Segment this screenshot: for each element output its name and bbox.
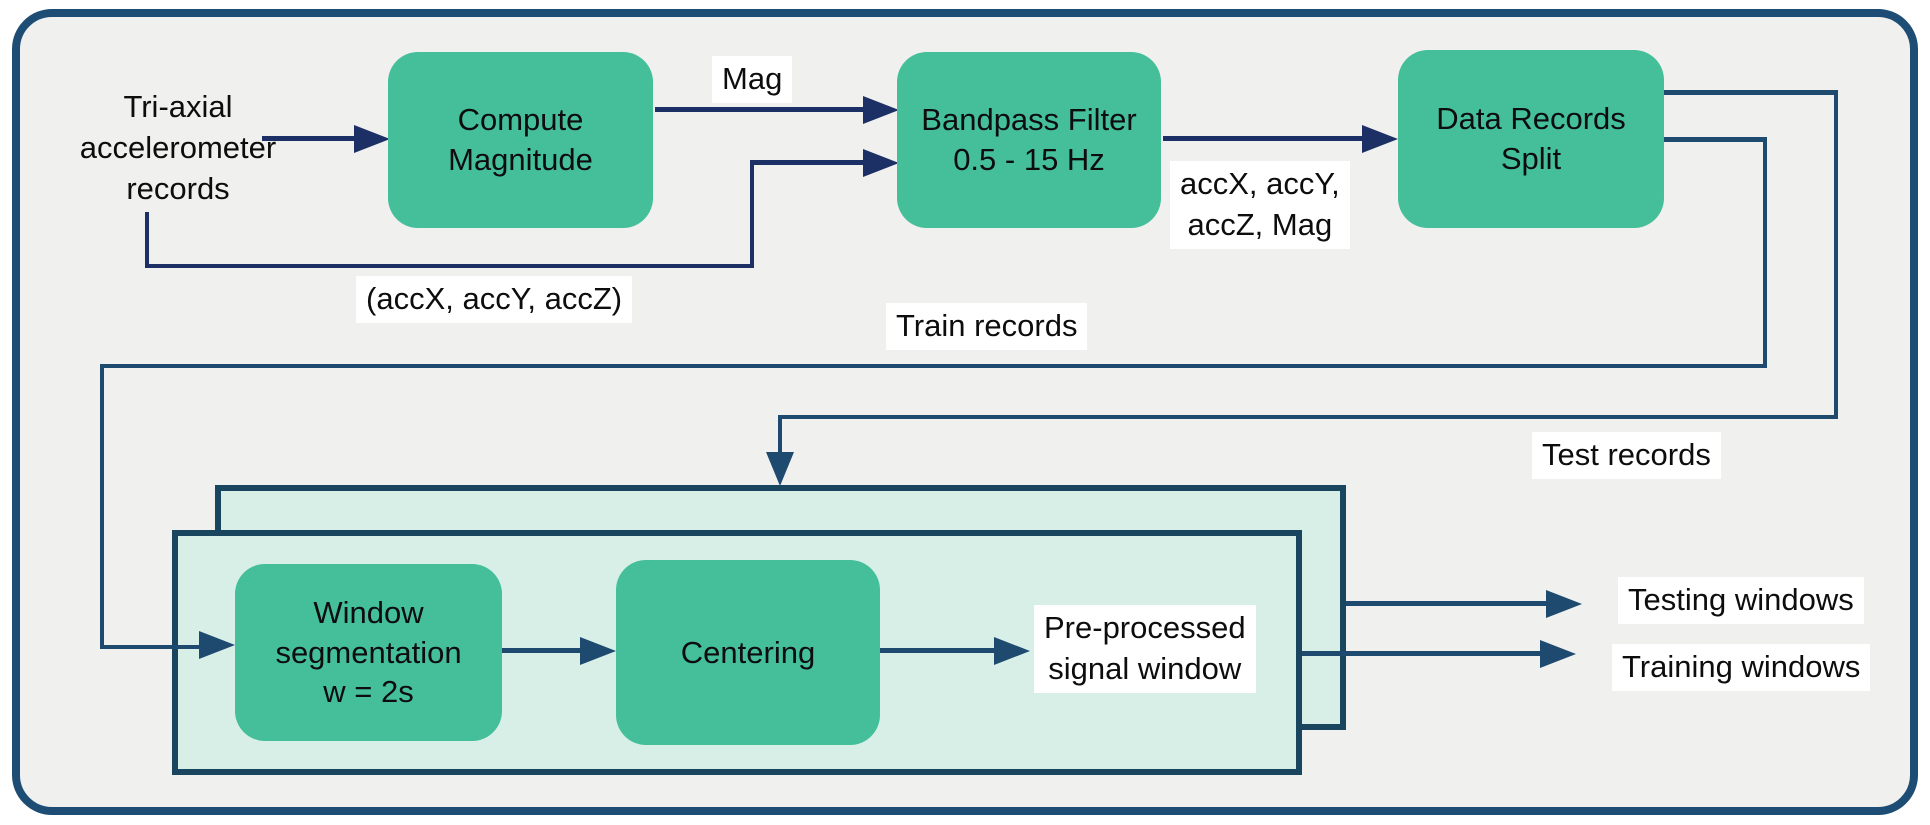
arrow-centering-to-preprocessed-arrowhead bbox=[994, 637, 1030, 665]
centering-label: Centering bbox=[680, 634, 816, 670]
triaxial-input-line2: accelerometer bbox=[79, 129, 277, 165]
elbow-accxyz-drop-line bbox=[145, 212, 149, 268]
arrow-testing-windows-arrowhead bbox=[1546, 590, 1582, 618]
train-path-right-drop-line bbox=[1763, 137, 1767, 368]
train-path-exit-line bbox=[1664, 137, 1767, 142]
window-segmentation-label-line1: Window bbox=[313, 594, 424, 630]
arrow-testing-windows-line bbox=[1346, 601, 1548, 606]
window-segmentation-label-line3: w = 2s bbox=[323, 674, 414, 710]
preprocessed-signal-label-line1: Pre-processed bbox=[1044, 610, 1246, 645]
data-records-split-label-line2: Split bbox=[1500, 141, 1562, 176]
triaxial-input-line3: records bbox=[126, 170, 230, 206]
test-path-down-stub-line bbox=[778, 415, 782, 455]
triaxial-input-label: Tri-axial accelerometer records bbox=[47, 84, 309, 213]
accxyzmag-edge-label: accX, accY, accZ, Mag bbox=[1170, 161, 1350, 249]
triaxial-input-line1: Tri-axial bbox=[123, 89, 233, 124]
test-records-label: Test records bbox=[1532, 432, 1721, 479]
bandpass-filter-label-line1: Bandpass Filter bbox=[921, 102, 1137, 138]
test-path-exit-line bbox=[1664, 90, 1838, 95]
preprocessed-signal-label-line2: signal window bbox=[1048, 650, 1242, 686]
arrow-bandpass-to-split-arrowhead bbox=[1362, 125, 1398, 153]
test-path-right-drop-line bbox=[1834, 90, 1838, 419]
test-path-horizontal-line bbox=[782, 415, 1838, 419]
testing-windows-label: Testing windows bbox=[1618, 577, 1864, 624]
accxyz-edge-label: (accX, accY, accZ) bbox=[356, 276, 633, 323]
arrow-window-to-centering-line bbox=[502, 648, 582, 653]
elbow-accxyz-horizontal-line bbox=[145, 264, 754, 268]
window-segmentation-label-line2: segmentation bbox=[275, 634, 462, 670]
bandpass-filter-label-line2: 0.5 - 15 Hz bbox=[953, 142, 1105, 177]
arrow-centering-to-preprocessed-line bbox=[880, 648, 996, 653]
mag-edge-label: Mag bbox=[712, 56, 793, 103]
preprocessed-signal-label: Pre-processed signal window bbox=[1034, 605, 1256, 693]
arrow-input-to-compute-line bbox=[262, 136, 354, 141]
train-records-label: Train records bbox=[886, 303, 1088, 350]
accxyzmag-edge-label-line2: accZ, Mag bbox=[1187, 206, 1333, 242]
bandpass-filter-box: Bandpass Filter 0.5 - 15 Hz bbox=[897, 52, 1161, 228]
arrow-training-windows-line bbox=[1302, 651, 1542, 656]
train-path-horizontal-line bbox=[100, 364, 1767, 368]
elbow-accxyz-rise-line bbox=[750, 160, 754, 268]
test-path-down-arrowhead bbox=[766, 452, 794, 486]
arrow-accxyz-to-bandpass-line bbox=[752, 160, 863, 165]
train-path-into-window-arrowhead bbox=[199, 631, 235, 659]
arrow-accxyz-to-bandpass-arrowhead bbox=[863, 149, 899, 177]
window-segmentation-box: Window segmentation w = 2s bbox=[235, 564, 502, 741]
accxyzmag-edge-label-line1: accX, accY, bbox=[1180, 166, 1340, 201]
arrow-bandpass-to-split-line bbox=[1163, 136, 1362, 141]
arrow-mag-to-bandpass-line bbox=[655, 107, 863, 112]
data-records-split-label-line1: Data Records bbox=[1436, 101, 1626, 137]
train-path-left-drop-line bbox=[100, 364, 104, 649]
train-path-into-window-line bbox=[100, 645, 203, 649]
arrow-input-to-compute-arrowhead bbox=[354, 125, 390, 153]
data-records-split-box: Data Records Split bbox=[1398, 50, 1664, 228]
arrow-training-windows-arrowhead bbox=[1540, 640, 1576, 668]
compute-magnitude-label-line1: Compute bbox=[457, 102, 584, 138]
arrow-window-to-centering-arrowhead bbox=[580, 637, 616, 665]
compute-magnitude-label-line2: Magnitude bbox=[448, 142, 593, 177]
compute-magnitude-box: Compute Magnitude bbox=[388, 52, 653, 228]
arrow-mag-to-bandpass-arrowhead bbox=[863, 96, 899, 124]
centering-box: Centering bbox=[616, 560, 880, 745]
training-windows-label: Training windows bbox=[1612, 644, 1871, 691]
